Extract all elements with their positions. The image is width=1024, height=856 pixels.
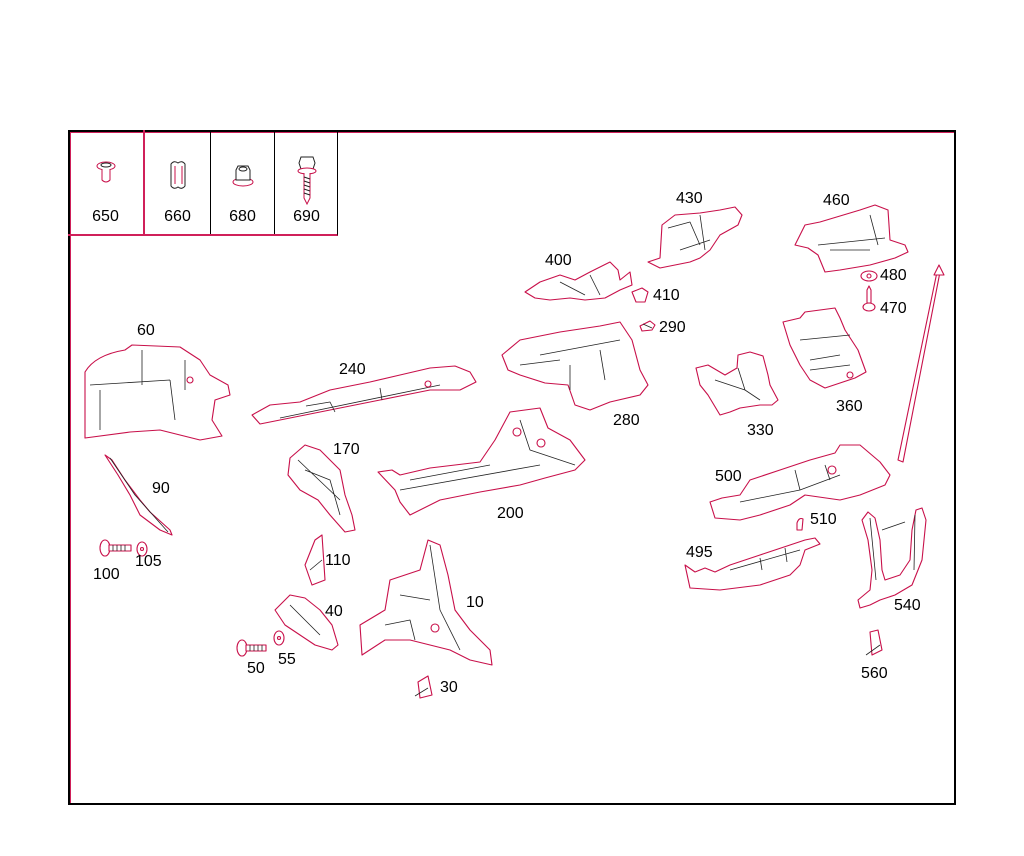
callout-105[interactable]: 105 xyxy=(135,553,162,570)
part-400-shield[interactable] xyxy=(524,261,633,301)
part-480-washer[interactable] xyxy=(860,270,878,282)
part-10-panel[interactable] xyxy=(359,539,493,666)
part-540-bracket[interactable] xyxy=(857,507,927,609)
part-280-shield[interactable] xyxy=(501,321,649,411)
callout-170[interactable]: 170 xyxy=(333,441,360,458)
part-430-shield[interactable] xyxy=(647,206,743,269)
callout-200[interactable]: 200 xyxy=(497,505,524,522)
part-90-bracket[interactable] xyxy=(104,454,173,536)
part-40-bracket[interactable] xyxy=(274,594,339,651)
callout-330[interactable]: 330 xyxy=(747,422,774,439)
callout-240[interactable]: 240 xyxy=(339,361,366,378)
legend-label: 690 xyxy=(293,208,320,225)
callout-430[interactable]: 430 xyxy=(676,190,703,207)
callout-400[interactable]: 400 xyxy=(545,252,572,269)
part-110-clip[interactable] xyxy=(304,534,326,586)
callout-100[interactable]: 100 xyxy=(93,566,120,583)
callout-460[interactable]: 460 xyxy=(823,192,850,209)
part-50-bolt[interactable] xyxy=(236,639,267,657)
part-460-shield[interactable] xyxy=(794,204,909,273)
spring-clip-icon xyxy=(170,161,185,189)
callout-50[interactable]: 50 xyxy=(247,660,265,677)
part-200-shield[interactable] xyxy=(377,407,586,516)
legend-label: 660 xyxy=(164,208,191,225)
callout-495[interactable]: 495 xyxy=(686,544,713,561)
callout-500[interactable]: 500 xyxy=(715,468,742,485)
callout-10[interactable]: 10 xyxy=(466,594,484,611)
part-55-washer[interactable] xyxy=(273,630,285,646)
callout-30[interactable]: 30 xyxy=(440,679,458,696)
part-410-clip[interactable] xyxy=(631,287,649,303)
part-470-screw[interactable] xyxy=(862,285,876,312)
part-510-clip[interactable] xyxy=(796,517,804,531)
legend-label: 650 xyxy=(92,208,119,225)
callout-510[interactable]: 510 xyxy=(810,511,837,528)
part-60-shield[interactable] xyxy=(84,344,231,441)
part-100-bolt[interactable] xyxy=(99,539,132,557)
callout-560[interactable]: 560 xyxy=(861,665,888,682)
part-360-shield[interactable] xyxy=(782,307,867,389)
callout-470[interactable]: 470 xyxy=(880,300,907,317)
fastener-legend: 650 660 680 690 xyxy=(68,130,338,236)
part-500-shield[interactable] xyxy=(709,444,891,521)
part-170-bracket[interactable] xyxy=(287,444,356,533)
callout-410[interactable]: 410 xyxy=(653,287,680,304)
cable-rod[interactable] xyxy=(897,264,945,463)
clip-rivet-icon xyxy=(96,161,115,183)
legend-item-660[interactable]: 660 xyxy=(145,130,211,234)
part-240-shield[interactable] xyxy=(251,365,477,425)
callout-90[interactable]: 90 xyxy=(152,480,170,497)
legend-label: 680 xyxy=(229,208,256,225)
legend-item-650[interactable]: 650 xyxy=(68,130,145,234)
callout-40[interactable]: 40 xyxy=(325,603,343,620)
part-330-shield[interactable] xyxy=(695,351,779,416)
callout-280[interactable]: 280 xyxy=(613,412,640,429)
callout-55[interactable]: 55 xyxy=(278,651,296,668)
part-290-clip[interactable] xyxy=(639,320,656,332)
callout-60[interactable]: 60 xyxy=(137,322,155,339)
callout-480[interactable]: 480 xyxy=(880,267,907,284)
part-30-clip[interactable] xyxy=(414,675,433,699)
hex-screw-icon xyxy=(297,156,316,206)
diagram-frame xyxy=(68,130,956,805)
part-560-clip[interactable] xyxy=(865,629,883,656)
callout-360[interactable]: 360 xyxy=(836,398,863,415)
part-495-shield[interactable] xyxy=(684,537,821,591)
callout-540[interactable]: 540 xyxy=(894,597,921,614)
legend-item-690[interactable]: 690 xyxy=(275,130,338,234)
callout-110[interactable]: 110 xyxy=(325,552,351,569)
part-105-washer[interactable] xyxy=(136,541,148,557)
flange-nut-icon xyxy=(232,165,253,187)
legend-item-680[interactable]: 680 xyxy=(211,130,275,234)
callout-290[interactable]: 290 xyxy=(659,319,686,336)
